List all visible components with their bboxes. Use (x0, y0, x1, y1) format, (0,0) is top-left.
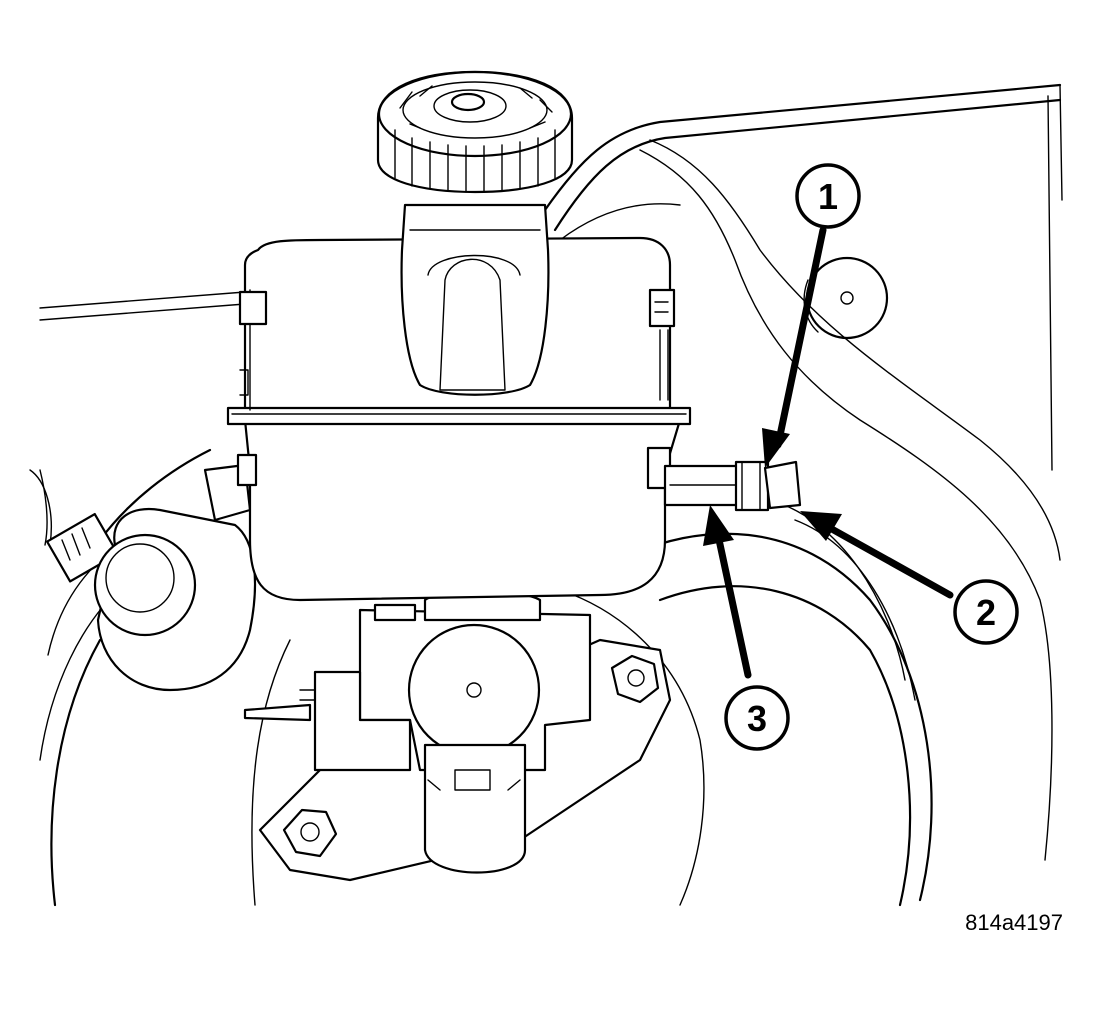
callout-3: 3 (724, 685, 790, 751)
valve-assembly (243, 589, 592, 874)
callout-2: 2 (953, 579, 1019, 645)
callout-1-label: 1 (818, 176, 838, 217)
reservoir-cap (376, 70, 574, 396)
arrow-2-shaft (826, 524, 954, 599)
arrow-3-head (703, 505, 734, 546)
arrow-1-head (762, 428, 790, 468)
callout-arrows (703, 226, 954, 679)
firewall-panel (39, 83, 1063, 861)
callout-1: 1 (795, 163, 861, 229)
arrow-2-head (800, 511, 842, 541)
figure-id: 814a4197 (965, 910, 1063, 935)
vent-hose (663, 460, 802, 512)
arrow-1-shaft (774, 226, 827, 449)
callout-3-label: 3 (747, 698, 767, 739)
arrow-3-shaft (714, 531, 752, 679)
callout-2-label: 2 (976, 592, 996, 633)
left-port-fitting (39, 463, 257, 692)
